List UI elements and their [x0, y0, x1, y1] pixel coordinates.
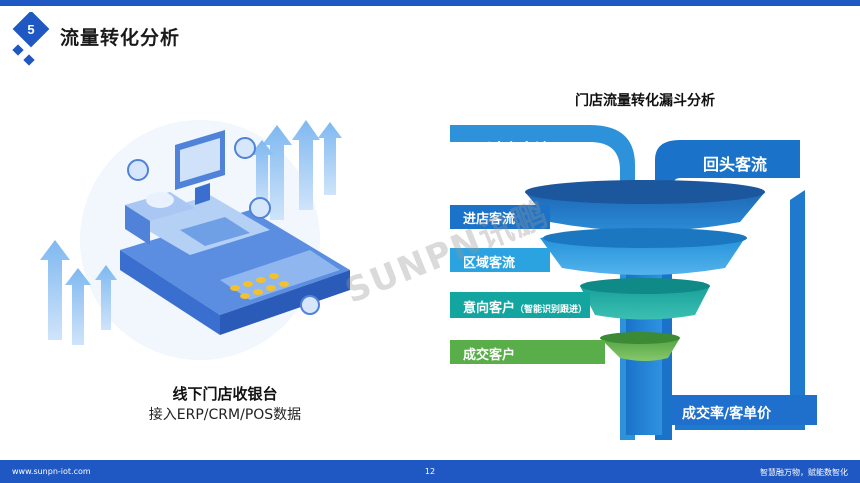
caption-sub: 接入ERP/CRM/POS数据 [148, 407, 302, 423]
label-intent-note: （智能识别跟进） [515, 305, 588, 315]
label-entering: 进店客流 [463, 212, 516, 227]
footer-slogan: 智慧融万物，赋能数智化 [760, 468, 848, 477]
label-zone: 区域客流 [463, 256, 516, 271]
caption-main: 线下门店收银台 [172, 385, 278, 403]
funnel-title: 门店流量转化漏斗分析 [575, 93, 715, 109]
footer-bar: www.sunpn-iot.com 12 智慧融万物，赋能数智化 [0, 460, 860, 483]
cash-register-illustration [40, 120, 350, 360]
section-badge: 5 [12, 12, 50, 66]
label-intent: 意向客户（智能识别跟进） [463, 297, 587, 316]
label-passing: 过店客流 [487, 140, 552, 159]
up-arrows [40, 120, 342, 345]
label-rate: 成交率/客单价 [682, 406, 772, 422]
section-number: 5 [27, 22, 34, 37]
label-deal: 成交客户 [463, 348, 516, 363]
footer-website: www.sunpn-iot.com [12, 467, 91, 476]
label-intent-text: 意向客户 [463, 301, 516, 316]
top-accent-bar [0, 0, 860, 6]
footer-page-number: 12 [424, 467, 436, 476]
label-returning: 回头客流 [703, 155, 768, 174]
page-title: 流量转化分析 [60, 27, 181, 49]
funnel-diagram [450, 125, 817, 440]
